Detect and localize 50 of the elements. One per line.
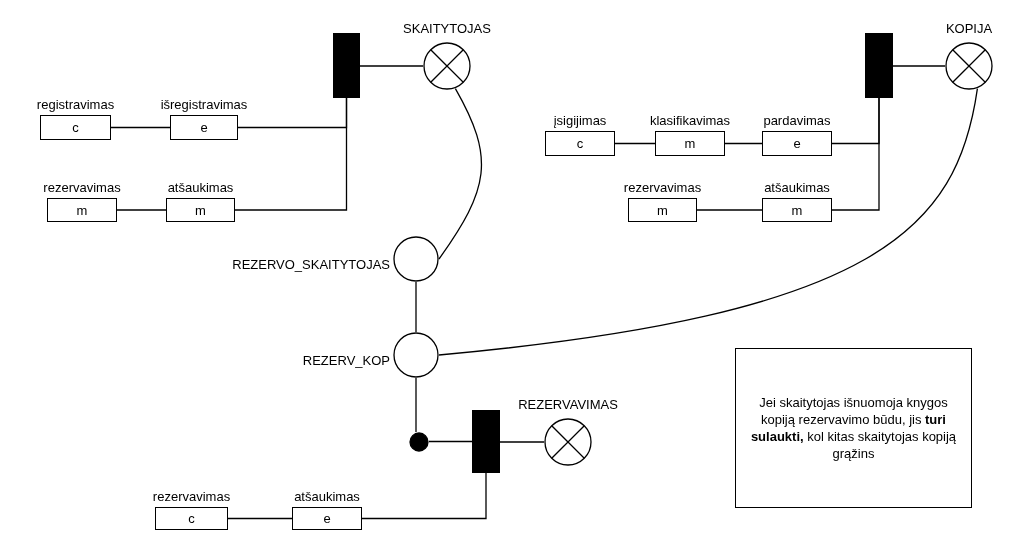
- connector-line: [361, 472, 487, 520]
- box-label: e: [793, 136, 801, 151]
- box-heading: registravimas: [36, 97, 115, 112]
- connector-line: [696, 209, 763, 211]
- connector-line: [227, 517, 293, 520]
- box-heading: atšaukimas: [764, 180, 830, 195]
- entity-name: KOPIJA: [945, 21, 993, 36]
- connector-line: [110, 126, 171, 129]
- connector-line: [415, 281, 417, 333]
- box-label: m: [791, 202, 803, 218]
- selector-bar: [333, 33, 360, 98]
- connector-line: [614, 142, 656, 145]
- box-label: e: [200, 120, 208, 135]
- box-label: m: [684, 136, 696, 151]
- entity-name: SKAITYTOJAS: [403, 21, 491, 36]
- box-heading: pardavimas: [763, 113, 831, 128]
- box-label: m: [657, 202, 668, 218]
- box-label: e: [323, 511, 331, 526]
- connector-line: [359, 65, 424, 67]
- connector-line: [438, 87, 979, 356]
- box-heading: atšaukimas: [294, 489, 360, 504]
- selector-bar: [472, 410, 500, 473]
- entity-name: REZERVAVIMAS: [518, 397, 618, 412]
- connector-line: [831, 97, 880, 211]
- box-heading: rezervavimas: [623, 180, 702, 195]
- junction-dot: [409, 432, 429, 452]
- box-label: c: [576, 136, 584, 151]
- connector-line: [428, 440, 473, 443]
- box-label: m: [76, 202, 88, 218]
- connector-line: [234, 97, 348, 211]
- connector-line: [415, 377, 417, 433]
- relationship-name: REZERV_KOP: [302, 353, 390, 368]
- connector-line: [892, 65, 946, 67]
- box-heading: įsigijimas: [553, 113, 607, 128]
- connector-line: [438, 87, 483, 260]
- box-heading: rezervavimas: [43, 180, 121, 195]
- note-box: [735, 348, 972, 508]
- box-heading: išregistravimas: [160, 97, 248, 112]
- connector-line: [499, 441, 545, 443]
- box-heading: klasifikavimas: [649, 113, 731, 128]
- selector-bar: [865, 33, 893, 98]
- box-heading: rezervavimas: [152, 489, 231, 504]
- box-label: c: [72, 120, 79, 135]
- connector-line: [724, 142, 763, 145]
- relationship-name: REZERVO_SKAITYTOJAS: [232, 257, 390, 272]
- box-heading: atšaukimas: [167, 180, 234, 195]
- note-text: Jei skaitytojas išnuomoja knygos kopiją rezervavimo būdu, jis turi sulaukti, kol kitas skaitytojas kopiją grąžins: [749, 394, 958, 462]
- connector-line: [116, 209, 167, 211]
- box-label: m: [195, 202, 206, 218]
- box-label: c: [188, 511, 195, 526]
